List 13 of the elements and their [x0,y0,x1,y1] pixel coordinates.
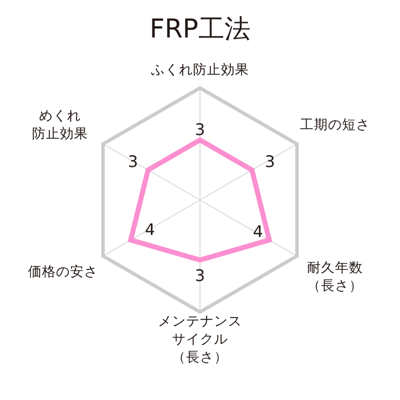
value-label: 3 [128,151,138,173]
axis-label: 耐久年数（長さ） [307,258,363,296]
value-label: 3 [194,119,206,141]
axis-label: めくれ防止効果 [32,106,88,144]
axis-label: ふくれ防止効果 [151,60,249,80]
value-label: 3 [264,151,276,173]
axis-label: 工期の短さ [300,116,370,134]
value-label: 3 [194,265,206,287]
value-label: 4 [144,219,156,241]
axis-label: メンテナンスサイクル（長さ） [158,312,242,368]
axis-label: 価格の安さ [28,262,98,282]
value-label: 4 [252,221,264,243]
chart-title: FRP工法 [150,13,250,46]
